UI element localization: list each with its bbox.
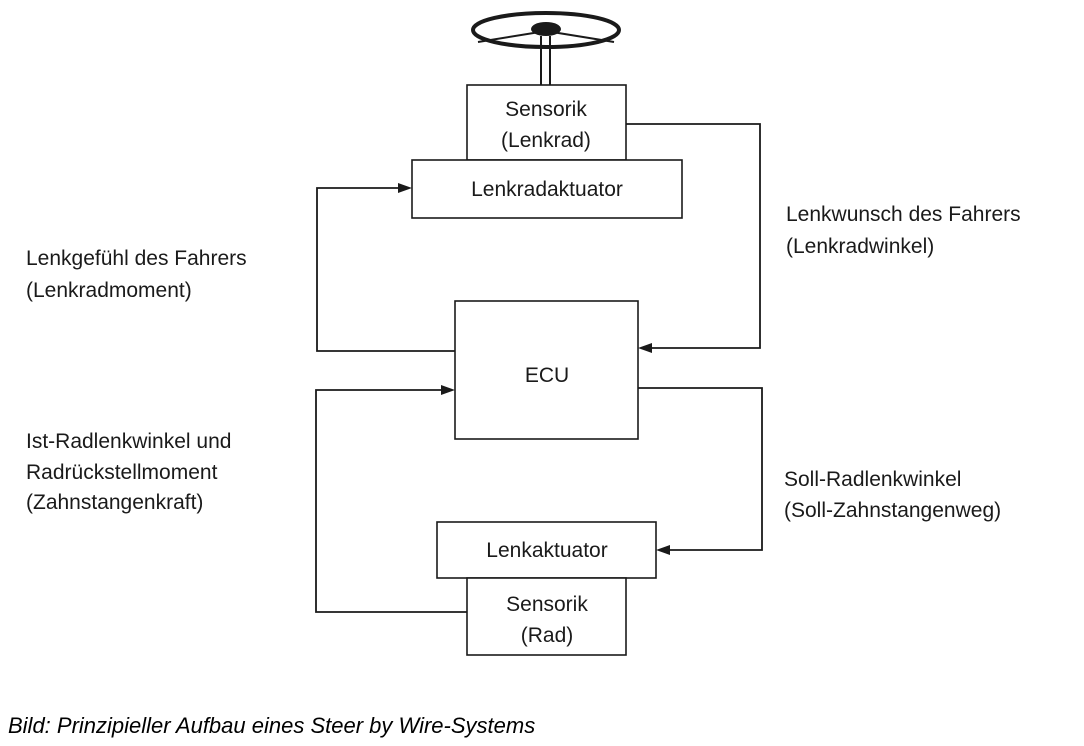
sensor-steering-label-2: (Lenkrad) bbox=[501, 129, 591, 152]
line-target-angle bbox=[638, 387, 763, 551]
steering-wheel-icon bbox=[471, 11, 621, 85]
arrowhead-steering-actuator bbox=[398, 183, 412, 193]
target-angle-label-1: Soll-Radlenkwinkel bbox=[784, 468, 961, 491]
box-ecu bbox=[454, 300, 639, 440]
driver-request-label-1: Lenkwunsch des Fahrers bbox=[786, 203, 1021, 226]
actual-angle-label-3: (Zahnstangenkraft) bbox=[26, 491, 203, 514]
arrowheads bbox=[398, 183, 670, 555]
actual-angle-label-2: Radrückstellmoment bbox=[26, 461, 218, 484]
driver-request-label-2: (Lenkradwinkel) bbox=[786, 235, 934, 258]
arrowhead-ecu-top bbox=[638, 343, 652, 353]
arrowhead-wheel-actuator bbox=[656, 545, 670, 555]
box-steering-actuator bbox=[411, 159, 683, 219]
box-sensor-wheel bbox=[466, 577, 627, 656]
sensor-wheel-label-2: (Rad) bbox=[521, 624, 574, 647]
figure-caption: Bild: Prinzipieller Aufbau eines Steer b… bbox=[8, 713, 535, 738]
sensor-steering-label-1: Sensorik bbox=[505, 98, 587, 121]
actual-angle-label-1: Ist-Radlenkwinkel und bbox=[26, 430, 231, 453]
driver-feel-label-1: Lenkgefühl des Fahrers bbox=[26, 247, 247, 270]
target-angle-label-2: (Soll-Zahnstangenweg) bbox=[784, 499, 1001, 522]
sensor-wheel-label-1: Sensorik bbox=[506, 593, 588, 616]
driver-feel-label-2: (Lenkradmoment) bbox=[26, 279, 192, 302]
line-actual-angle bbox=[315, 389, 467, 613]
arrowhead-ecu-left bbox=[441, 385, 455, 395]
ecu-label: ECU bbox=[525, 364, 569, 387]
connection-lines bbox=[315, 123, 763, 613]
line-driver-feel bbox=[316, 187, 455, 352]
line-driver-request bbox=[626, 123, 761, 349]
steering-actuator-label: Lenkradaktuator bbox=[471, 178, 623, 201]
wheel-actuator-label: Lenkaktuator bbox=[486, 539, 607, 562]
